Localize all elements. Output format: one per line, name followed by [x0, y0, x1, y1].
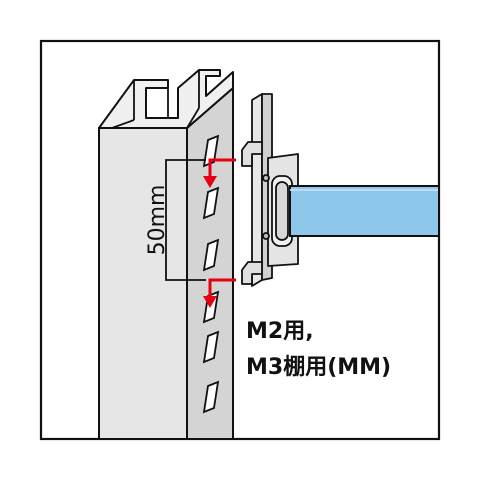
arrow-head	[203, 176, 217, 188]
slot	[202, 238, 220, 272]
caption-line-1: M2用,	[246, 319, 314, 344]
arrow-down-icon	[208, 158, 236, 178]
caption-line-2: M3棚用(MM)	[246, 355, 391, 380]
dimension-bracket	[165, 159, 206, 281]
insertion-arrows	[208, 158, 236, 298]
slot	[202, 186, 220, 220]
bracket-upper-hook	[241, 141, 263, 167]
slot	[202, 330, 220, 364]
bracket-back-plate	[251, 93, 263, 287]
arrow-head	[203, 296, 217, 308]
shelf-beam	[289, 185, 438, 237]
bracket-lower-hook	[241, 261, 263, 285]
post-channel-lip	[99, 107, 200, 129]
post-slots	[202, 134, 220, 414]
arrow-down-icon	[208, 278, 236, 298]
post-front-face	[98, 127, 188, 438]
shelf-bracket	[241, 93, 299, 287]
post-channel-inner	[133, 70, 221, 120]
slot	[202, 380, 220, 414]
dimension-label: 50mm	[145, 185, 170, 256]
